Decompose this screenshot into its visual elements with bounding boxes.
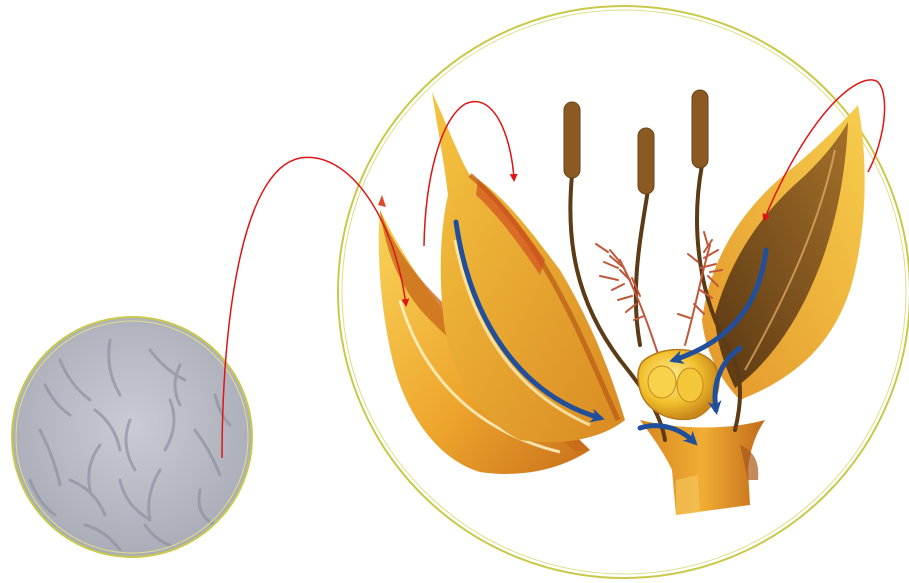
microscope-inset	[12, 317, 252, 557]
anther-middle	[638, 128, 654, 194]
feathery-stigmas	[596, 232, 722, 360]
anthers	[564, 90, 708, 194]
anther-right	[692, 90, 708, 168]
floret-base	[640, 420, 765, 515]
anther-left	[564, 102, 580, 178]
right-lemma	[702, 105, 865, 400]
